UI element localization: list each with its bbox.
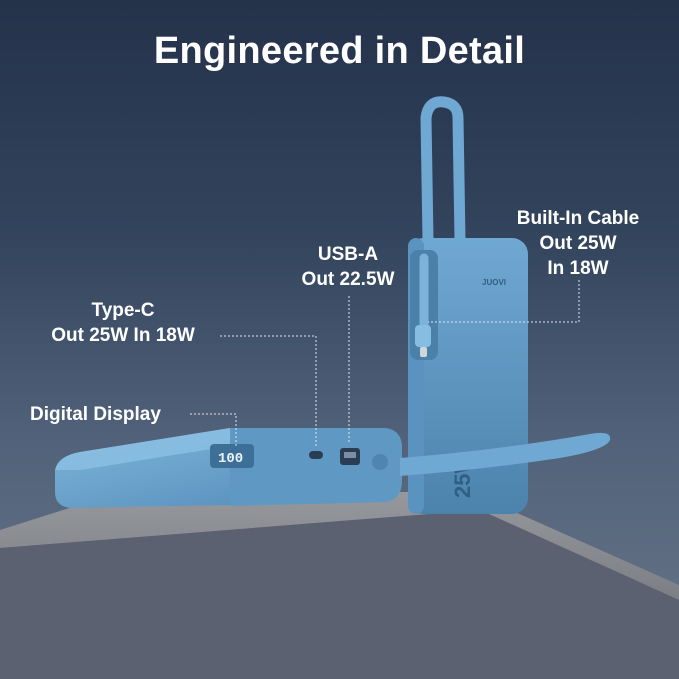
digital-display-callout: Digital Display [30, 402, 200, 427]
type-c-callout: Type-C Out 25W In 18W [30, 298, 216, 348]
usb-a-callout: USB-A Out 22.5W [282, 242, 414, 292]
strap [400, 432, 611, 476]
builtin-cable-out: Out 25W [539, 233, 617, 254]
usb-a-title: USB-A [317, 244, 379, 265]
power-button [372, 454, 388, 470]
digital-display [210, 444, 254, 468]
type-c-port [309, 451, 323, 459]
digital-display-title: Digital Display [30, 404, 161, 425]
callout-lines [190, 280, 580, 448]
pedestal [0, 492, 679, 679]
horizontal-power-bank: 100 [55, 428, 611, 508]
builtin-cable-callout: Built-In Cable Out 25W In 18W [498, 206, 658, 281]
upright-power-bank: JUOVI 25W [408, 96, 528, 514]
type-c-title: Type-C [91, 300, 155, 321]
display-reading: 100 [218, 451, 243, 467]
builtin-cable-title: Built-In Cable [516, 208, 640, 229]
usb-a-out: Out 22.5W [301, 269, 395, 290]
type-c-spec: Out 25W In 18W [51, 325, 195, 346]
page-title: Engineered in Detail [153, 30, 526, 72]
builtin-cable-in: In 18W [547, 258, 609, 279]
brand-text: JUOVI [482, 278, 506, 287]
